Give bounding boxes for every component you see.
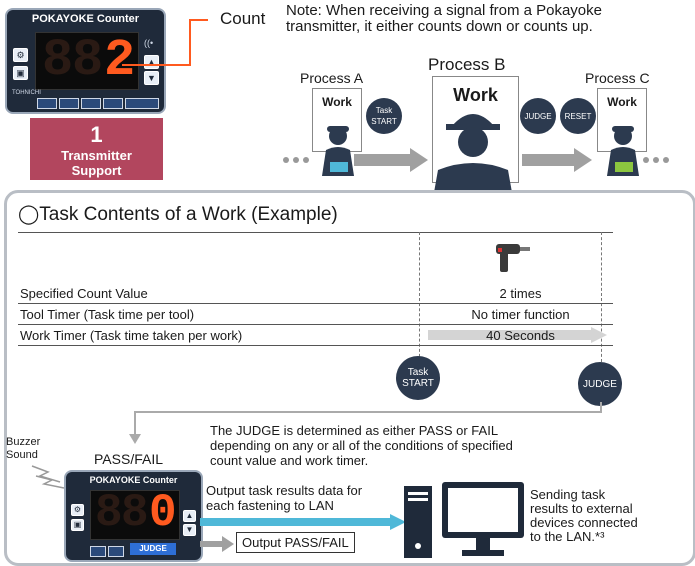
judge-badge: JUDGE [578,362,622,406]
flow-arrows [283,148,669,172]
badge-line: START [371,117,397,126]
digit-display: 8 8 2 [35,31,139,90]
gear-button[interactable]: ⚙ [13,48,28,62]
badge-line: Task [407,367,429,378]
transmitter-support-badge: 1 Transmitter Support [30,118,163,180]
row-value: No timer function [426,303,613,325]
lan-arrow [200,514,406,530]
count-label: Count [220,9,266,28]
table-row: Specified Count Value 2 times [18,283,613,304]
note-line: Note: When receiving a signal from a Pok… [286,2,602,19]
digit-display: 8 8 0 [90,487,180,540]
row-value: 40 Seconds [426,324,613,346]
badge-line: JUDGE [583,378,617,390]
table-row: Tool Timer (Task time per tool) No timer… [18,303,613,325]
process-c-label: Process C [585,70,650,86]
badge-line: RESET [564,111,592,121]
row-label: Work Timer (Task time taken per work) [18,324,426,346]
section-underline [18,232,613,233]
pokayoke-counter-top: POKAYOKE Counter 8 8 2 ⚙ ▣ ▲ ▼ ((• TOHNI… [5,8,166,114]
worker-c-icon [607,126,639,176]
sending-text: Sending task results to external devices… [530,488,638,544]
row-label: Specified Count Value [18,283,426,304]
buzzer-label: Buzzer Sound [6,436,40,462]
note-text: Note: When receiving a signal from a Pok… [286,3,602,35]
output-lan-line: Output task results data for [206,483,363,498]
function-button[interactable]: ▣ [13,66,28,80]
sending-line: devices connected [530,515,638,530]
torque-driver-icon [496,244,530,272]
reset-badge-top: RESET [560,98,596,134]
down-button[interactable]: ▼ [183,524,196,536]
pass-fail-arrow [200,536,234,552]
table-row: Work Timer (Task time taken per work) 40… [18,324,613,346]
work-card-label: Work [322,95,352,109]
up-button[interactable]: ▲ [183,510,196,522]
inactive-digit: 8 [42,31,74,90]
computer-icon [404,482,524,558]
output-lan-line: each fastening to LAN [206,498,334,513]
worker-a-icon [322,126,354,176]
section-title: ◯Task Contents of a Work (Example) [18,204,338,225]
judge-connector [129,402,602,444]
task-contents-table: Specified Count Value 2 times Tool Timer… [18,283,613,346]
sending-line: to the LAN.*³ [530,529,605,544]
judge-key[interactable]: JUDGE [130,543,176,555]
count-digit: 2 [104,31,136,90]
badge-line: Task [375,106,393,115]
buzzer-line: Buzzer [6,436,41,448]
badge-line: START [402,378,434,389]
count-pointer [122,19,208,66]
row-value: 2 times [426,283,613,304]
device-key[interactable] [81,98,101,109]
buzzer-sound-icon [31,465,65,489]
judge-line: The JUDGE is determined as either PASS o… [210,423,499,438]
gear-button[interactable]: ⚙ [71,504,84,516]
process-b-label: Process B [428,55,506,74]
device-key[interactable] [108,546,124,557]
sending-line: results to external [530,501,633,516]
inactive-digit: 8 [121,487,149,539]
output-pass-fail-box: Output PASS/FAIL [236,532,355,553]
work-timer-value: 40 Seconds [486,327,555,343]
work-card-label: Work [607,95,637,109]
device-key[interactable] [90,546,106,557]
task-start-badge-top: Task START [366,98,402,134]
process-a-label: Process A [300,70,364,86]
pokayoke-counter-bottom: POKAYOKE Counter 8 8 0 ⚙ ▣ ▲ ▼ JUDGE [64,470,203,562]
judge-badge-top: JUDGE [520,98,556,134]
function-button[interactable]: ▣ [71,519,84,531]
work-card-label: Work [453,85,498,105]
transmitter-number: 1 [90,122,103,147]
counter-title: POKAYOKE Counter [89,475,178,485]
judge-line: count value and work timer. [210,453,369,468]
device-key[interactable] [103,98,123,109]
device-key[interactable] [125,98,159,109]
count-digit: 0 [149,487,177,539]
note-line: transmitter, it either counts down or co… [286,18,593,35]
device-key[interactable] [59,98,79,109]
brand-logo: TOHNICHI [12,90,41,96]
buzzer-line: Sound [6,449,38,461]
inactive-digit: 8 [72,31,104,90]
judge-line: depending on any or all of the condition… [210,438,513,453]
output-lan-text: Output task results data for each fasten… [206,483,362,513]
row-label: Tool Timer (Task time per tool) [18,303,426,325]
device-key[interactable] [37,98,57,109]
task-start-badge: Task START [396,356,440,400]
down-button[interactable]: ▼ [144,71,159,85]
transmitter-line: Transmitter [61,148,132,163]
counter-title: POKAYOKE Counter [31,13,140,25]
sending-line: Sending task [530,487,606,502]
inactive-digit: 8 [95,487,123,539]
pass-fail-label: PASS/FAIL [94,451,163,467]
signal-icon: ((• [144,38,154,48]
badge-line: JUDGE [524,111,552,121]
judge-description: The JUDGE is determined as either PASS o… [210,423,513,468]
transmitter-line: Support [71,163,122,178]
work-timer-arrow [428,327,607,343]
